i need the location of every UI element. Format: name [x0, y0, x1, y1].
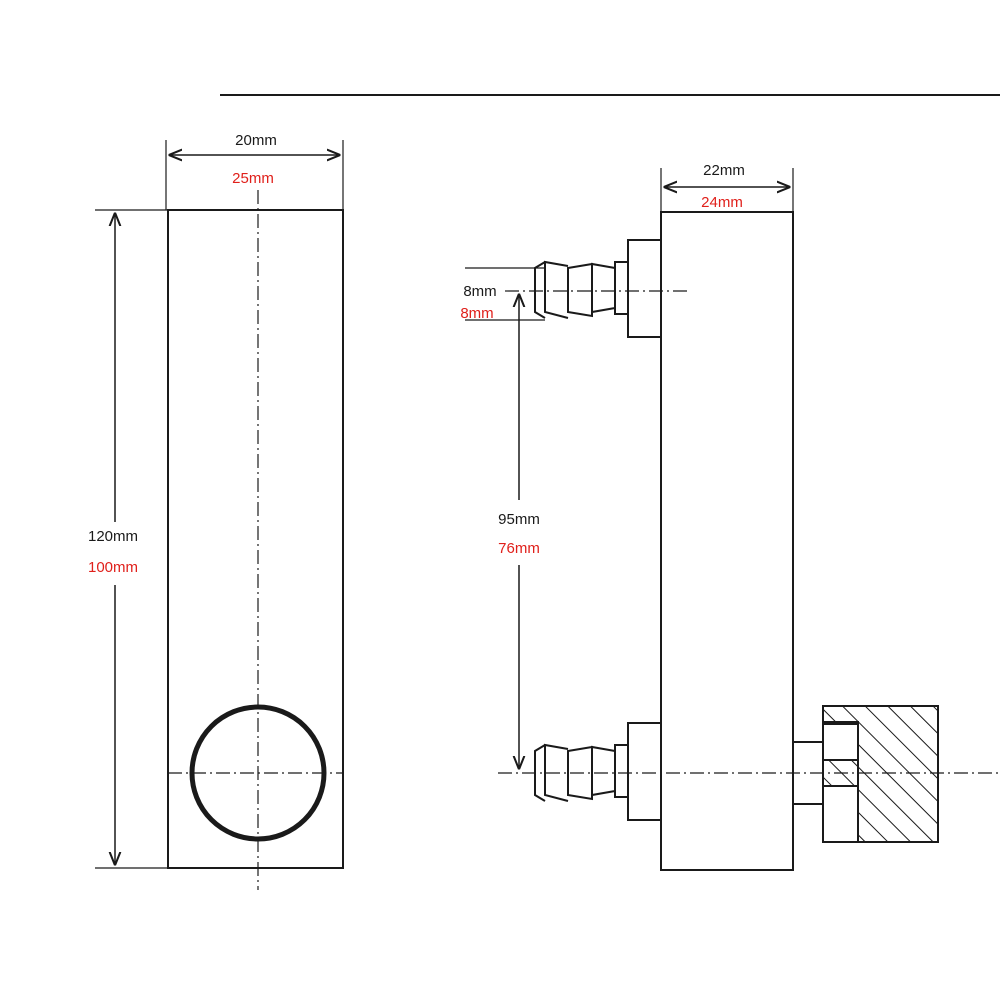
- side-depth-label: 22mm: [703, 162, 745, 179]
- front-height-label: 120mm: [88, 528, 138, 545]
- valve-knob: [792, 705, 939, 843]
- front-height-label-alt: 100mm: [88, 559, 138, 576]
- side-view: 22mm 24mm 8mm 8mm 95mm 76mm: [460, 162, 998, 871]
- side-body-outline: [660, 211, 794, 871]
- upper-barb-tip: [534, 261, 546, 319]
- side-spacing-label-alt: 76mm: [498, 540, 540, 557]
- barb-diameter-label: 8mm: [463, 283, 496, 300]
- upper-barb-fitting: [505, 239, 690, 338]
- front-body-outline: [167, 209, 344, 869]
- valve-knob-hatched: [822, 705, 939, 843]
- port-circle: [189, 704, 327, 842]
- front-width-label-alt: 25mm: [232, 170, 274, 187]
- barb-diameter-label-alt: 8mm: [460, 305, 493, 322]
- upper-fitting-flange: [627, 239, 662, 338]
- lower-fitting-flange: [627, 722, 662, 821]
- upper-fitting-nut: [614, 261, 629, 315]
- lower-barb-body: [544, 743, 616, 802]
- lower-fitting-nut: [614, 744, 629, 798]
- front-view: 20mm 25mm 120mm 100mm: [88, 132, 344, 890]
- side-depth-label-alt: 24mm: [701, 194, 743, 211]
- side-spacing-label: 95mm: [498, 511, 540, 528]
- valve-knob-outline: [822, 705, 939, 843]
- upper-barb-body: [544, 260, 616, 319]
- front-width-label: 20mm: [235, 132, 277, 149]
